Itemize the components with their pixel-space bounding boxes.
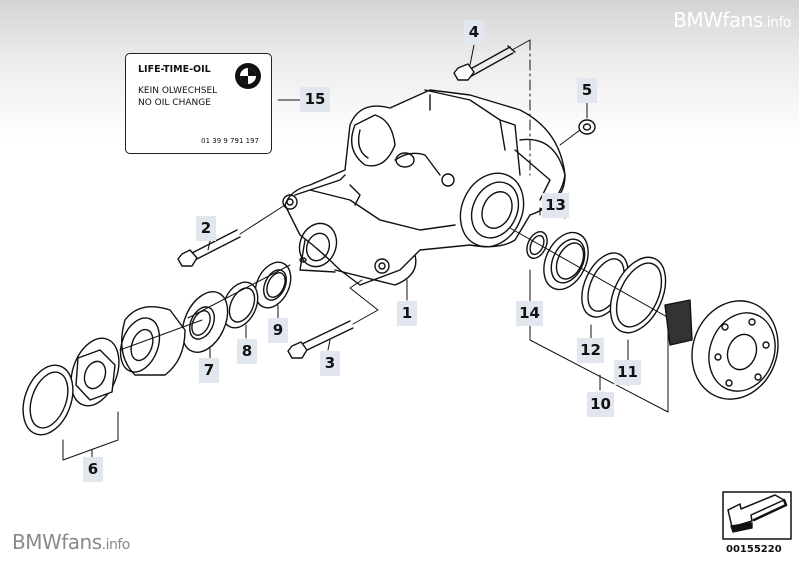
diagram-number: 00155220 — [726, 544, 782, 555]
callout-1[interactable]: 1 — [397, 301, 417, 326]
back-arrow-icon[interactable] — [722, 491, 792, 540]
callout-7[interactable]: 7 — [199, 358, 219, 383]
callout-5[interactable]: 5 — [577, 78, 597, 103]
shim-11[interactable] — [599, 249, 676, 342]
oil-label-sticker[interactable]: LIFE-TIME-OIL KEIN OLWECHSEL NO OIL CHAN… — [125, 53, 272, 154]
oil-label-line1: KEIN OLWECHSEL — [138, 86, 218, 96]
callout-3[interactable]: 3 — [320, 351, 340, 376]
output-flange[interactable] — [664, 289, 792, 412]
callout-12[interactable]: 12 — [577, 338, 604, 363]
oil-label-part-number: 01 39 9 791 197 — [201, 137, 259, 145]
bolt-3[interactable] — [287, 279, 379, 359]
bolt-4[interactable] — [453, 39, 531, 81]
differential-housing[interactable] — [282, 89, 566, 286]
oil-label-title: LIFE-TIME-OIL — [138, 64, 211, 75]
bmw-roundel-icon — [235, 63, 261, 89]
pinion-flange[interactable] — [114, 306, 186, 378]
o-ring-14[interactable] — [523, 229, 551, 262]
callout-8[interactable]: 8 — [237, 339, 257, 364]
watermark-brand: BMWfans — [673, 8, 763, 32]
callout-10[interactable]: 10 — [587, 392, 614, 417]
nut-5[interactable] — [559, 119, 596, 146]
callout-13[interactable]: 13 — [542, 193, 569, 218]
watermark-suffix: .info — [101, 537, 131, 553]
watermark-top: BMWfans.info — [673, 8, 791, 32]
watermark-suffix: .info — [762, 15, 792, 31]
collar-nut-6[interactable] — [62, 332, 127, 413]
callout-2[interactable]: 2 — [196, 216, 216, 241]
callout-4[interactable]: 4 — [464, 20, 484, 45]
ring-9[interactable] — [248, 256, 297, 313]
callout-9[interactable]: 9 — [268, 318, 288, 343]
callout-14[interactable]: 14 — [516, 301, 543, 326]
ring-6[interactable] — [14, 358, 82, 441]
watermark-brand: BMWfans — [12, 530, 102, 554]
watermark-bottom: BMWfans.info — [12, 530, 130, 554]
callout-6[interactable]: 6 — [83, 457, 103, 482]
bolt-2[interactable] — [177, 204, 286, 267]
seal-7[interactable] — [173, 285, 236, 360]
callout-11[interactable]: 11 — [614, 360, 641, 385]
callout-15[interactable]: 15 — [300, 87, 330, 112]
oil-label-line2: NO OIL CHANGE — [138, 98, 211, 108]
ring-8[interactable] — [215, 276, 264, 333]
